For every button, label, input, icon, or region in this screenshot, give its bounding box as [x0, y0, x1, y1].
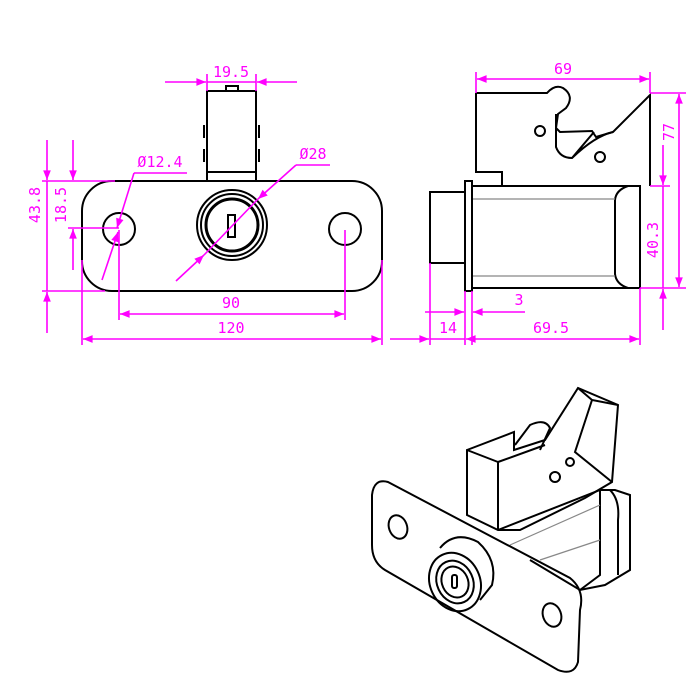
keyway-icon: [227, 214, 236, 238]
iso-body: [497, 489, 631, 592]
isometric-view: [371, 386, 631, 673]
iso-keyway-icon: [451, 574, 458, 589]
latch-housing-top: [206, 90, 257, 182]
dim-69-5: 69.5: [533, 319, 569, 337]
iso-plate: [371, 480, 583, 673]
iso-lock-cylinder: [428, 536, 495, 613]
dim-69: 69: [554, 60, 572, 78]
lock-cylinder: [196, 189, 268, 261]
dim-90: 90: [222, 294, 240, 312]
latch-bracket: [475, 85, 651, 186]
flange: [464, 180, 473, 292]
dim-40-3: 40.3: [644, 222, 662, 258]
dim-18-5: 18.5: [52, 187, 70, 223]
side-view: [429, 85, 651, 292]
dim-19-5: 19.5: [213, 63, 249, 81]
iso-bracket: [466, 386, 620, 531]
side-dimensions: 69 77 40.3 3 14 69.5: [390, 60, 686, 345]
dim-hole-diameter: Ø12.4: [137, 153, 182, 171]
dim-120: 120: [217, 319, 244, 337]
latch-tab: [225, 85, 239, 92]
front-dimensions: 19.5 Ø12.4 Ø28 43.8 18.5 90 120: [26, 63, 383, 345]
cylinder-side: [429, 191, 466, 264]
dim-14: 14: [439, 319, 457, 337]
dim-cylinder-diameter: Ø28: [299, 145, 326, 163]
dim-77: 77: [660, 123, 678, 141]
dim-3: 3: [514, 291, 523, 309]
front-view: [81, 85, 383, 292]
dim-43-8: 43.8: [26, 187, 44, 223]
